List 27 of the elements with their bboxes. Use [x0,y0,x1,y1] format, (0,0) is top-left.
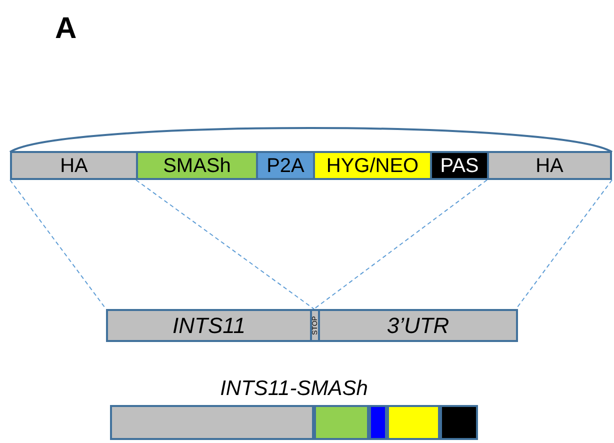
segment-box [136,151,258,180]
segment-box [256,151,315,180]
segment-label: INTS11 [172,314,246,336]
segment-box [313,151,432,180]
dashed-mapping-line [10,180,106,310]
segment-box [314,405,369,440]
segment-label: HYG/NEO [326,156,419,176]
segment-box [110,405,314,440]
segment-box [440,405,478,440]
dashed-mapping-line [136,180,314,310]
segment-box [106,309,312,342]
segment-box [487,151,612,180]
segment-box [430,151,489,180]
segment-label: P2A [266,156,304,176]
segment-box [387,405,440,440]
segment-label: HA [60,156,88,176]
dashed-mapping-line [314,180,488,310]
segment-box [318,309,518,342]
segment-label: 3’UTR [386,314,450,336]
construct-title: INTS11-SMASh [220,376,368,402]
segment-label: SMASh [163,156,231,176]
panel-letter: A [55,14,77,44]
segment-label: PAS [440,156,479,176]
segment-box [10,151,138,180]
segment-label: HA [536,156,564,176]
dashed-mapping-line [516,180,612,310]
segment-box [369,405,387,440]
